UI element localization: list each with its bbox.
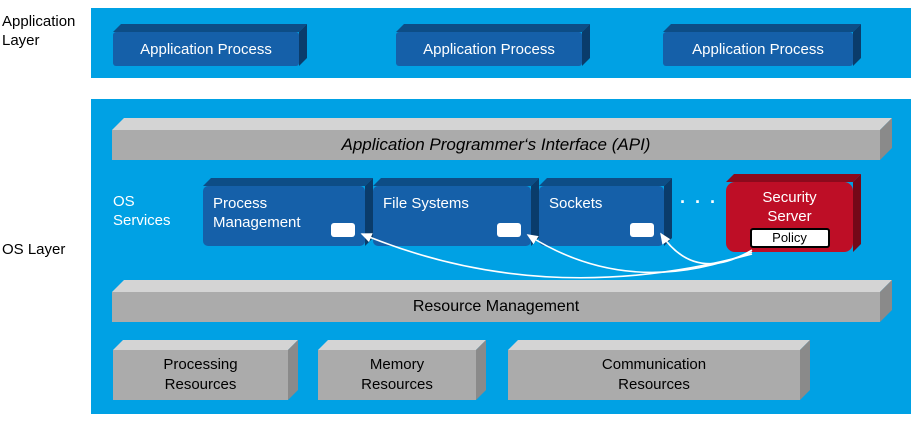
process-management-box: Process Management <box>203 186 365 246</box>
resource-management-bar: Resource Management <box>112 292 880 322</box>
api-bar: Application Programmer‘s Interface (API) <box>112 130 880 160</box>
application-process-box: Application Process <box>663 32 853 66</box>
processing-resources-box: Processing Resources <box>113 350 288 400</box>
memory-resources-box: Memory Resources <box>318 350 476 400</box>
process-management-label: Process Management <box>213 195 301 231</box>
security-server-label: Security Server <box>762 189 817 225</box>
resource-management-label: Resource Management <box>412 298 580 315</box>
file-systems-box: File Systems <box>373 186 531 246</box>
os-layer-label: OS Layer <box>2 241 66 258</box>
memory-resources-label: Memory Resources <box>361 356 433 393</box>
application-process-box: Application Process <box>396 32 582 66</box>
api-bar-label: Application Programmer‘s Interface (API) <box>341 135 651 154</box>
communication-resources-label: Communication Resources <box>601 356 707 393</box>
application-layer-label: Application Layer <box>2 13 76 49</box>
application-process-box: Application Process <box>113 32 299 66</box>
policy-box: Policy <box>749 228 830 248</box>
policy-hook-icon <box>331 223 355 237</box>
sockets-box: Sockets <box>539 186 664 246</box>
application-process-label: Application Process <box>692 40 824 58</box>
application-process-label: Application Process <box>140 40 272 58</box>
os-services-label: OS Services <box>113 193 171 229</box>
policy-hook-icon <box>630 223 654 237</box>
file-systems-label: File Systems <box>383 195 469 212</box>
processing-resources-label: Processing Resources <box>163 356 238 393</box>
application-process-label: Application Process <box>423 40 555 58</box>
sockets-label: Sockets <box>549 195 603 212</box>
policy-hook-icon <box>497 223 521 237</box>
ellipsis: · · · <box>680 192 718 212</box>
security-server-box: Security Server Policy <box>726 182 853 252</box>
communication-resources-box: Communication Resources <box>508 350 800 400</box>
